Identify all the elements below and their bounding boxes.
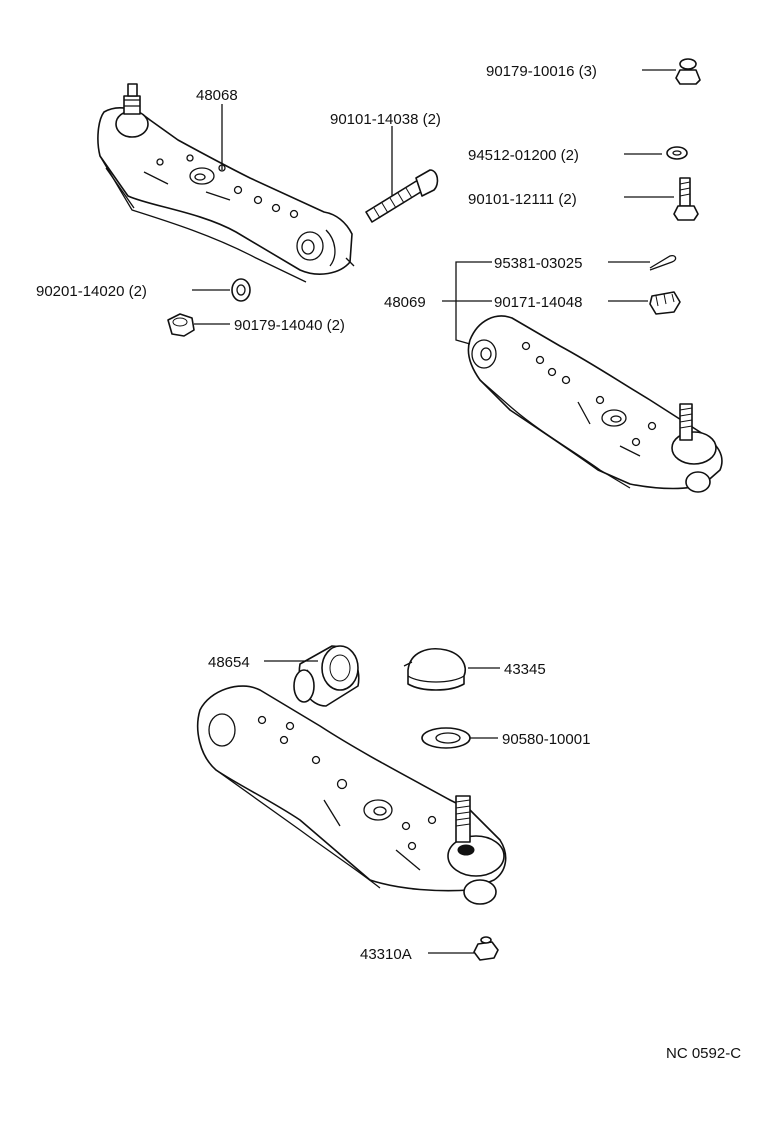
washer-left-drawing	[231, 278, 251, 302]
callout-94512-01200: 94512-01200 (2)	[468, 147, 579, 164]
callout-48068: 48068	[196, 87, 238, 104]
upper-arm-right-drawing	[467, 315, 723, 493]
dust-cover-drawing	[403, 648, 466, 691]
callout-95381-03025: 95381-03025	[494, 255, 582, 272]
callout-90101-12111: 90101-12111 (2)	[468, 191, 577, 208]
callout-43310A: 43310A	[360, 946, 412, 963]
callout-48654: 48654	[208, 654, 250, 671]
callout-48069: 48069	[384, 294, 426, 311]
ball-joint-nut-drawing	[473, 936, 499, 961]
callout-90179-14040: 90179-14040 (2)	[234, 317, 345, 334]
lower-washer-drawing	[421, 727, 471, 749]
castle-nut-drawing	[649, 291, 681, 315]
callout-90580-10001: 90580-10001	[502, 731, 590, 748]
lower-arm-drawing	[196, 685, 507, 905]
upper-arm-left-drawing	[97, 83, 355, 283]
leader-lines	[192, 69, 676, 954]
callout-labels: 48068 90101-14038 (2) 90179-10016 (3) 94…	[36, 63, 741, 1062]
callout-90101-14038: 90101-14038 (2)	[330, 111, 441, 128]
flange-nut-drawing	[675, 58, 701, 85]
small-washer-drawing	[666, 146, 688, 160]
callout-43345: 43345	[504, 661, 546, 678]
bushing-drawing	[293, 645, 360, 707]
callout-90171-14048: 90171-14048	[494, 294, 582, 311]
cotter-pin-drawing	[649, 254, 677, 271]
nut-left-drawing	[167, 313, 195, 337]
short-bolt-drawing	[673, 177, 699, 221]
long-bolt-drawing	[365, 169, 439, 223]
callout-90179-10016: 90179-10016 (3)	[486, 63, 597, 80]
callout-90201-14020: 90201-14020 (2)	[36, 283, 147, 300]
diagram-code: NC 0592-C	[666, 1045, 741, 1062]
